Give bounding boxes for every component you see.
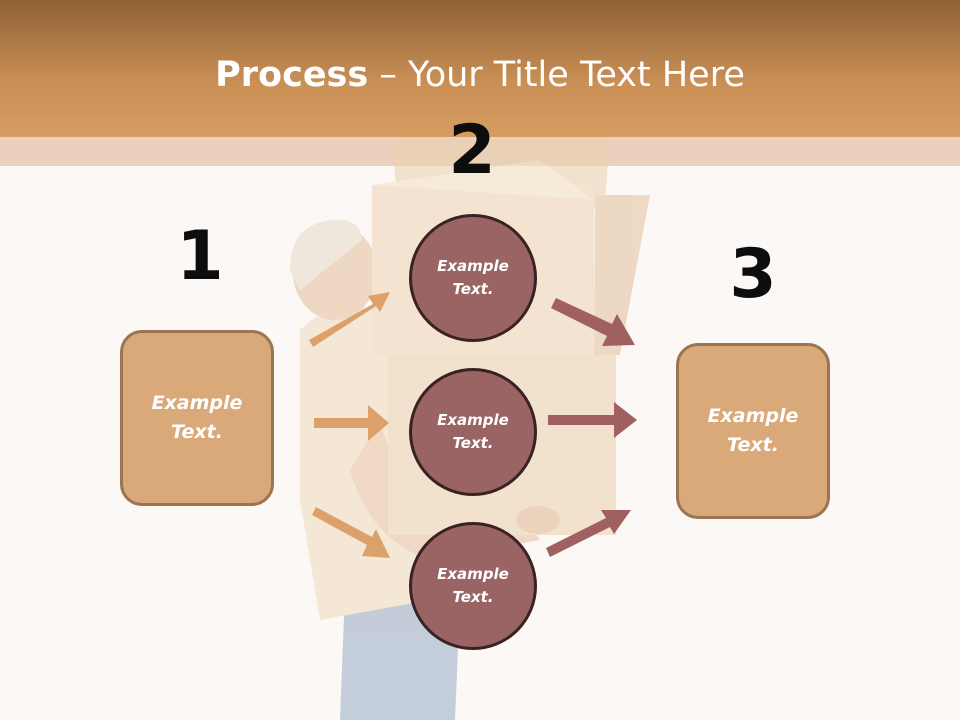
arrow-right-icon [548,402,637,438]
step-number-1: 1 [176,217,224,296]
slide-title: Process – Your Title Text Here [0,54,960,96]
right-arrows [546,298,637,557]
title-bar [0,0,960,137]
step-number-3: 3 [729,235,777,314]
arrow-up-right-icon [546,510,631,557]
step-number-2: 2 [448,111,496,190]
step-1-box: Example Text. [120,330,274,506]
arrow-down-right-icon [551,298,635,346]
step-2-circle-bottom: Example Text. [409,522,537,650]
arrow-down-right-icon [312,507,390,558]
step-2-circle-top: Example Text. [409,214,537,342]
step-1-text: Example Text. [151,392,243,443]
left-arrows [309,292,390,558]
step-3-box: Example Text. [676,343,830,519]
title-strong: Process [215,55,369,95]
step-2-circle-middle: Example Text. [409,368,537,496]
step-2-circle-top-text: Example Text. [437,257,509,298]
step-3-text: Example Text. [707,405,799,456]
arrow-right-icon [314,405,389,441]
title-rest: – Your Title Text Here [368,55,745,95]
step-2-circle-middle-text: Example Text. [437,411,509,452]
step-2-circle-bottom-text: Example Text. [437,565,509,606]
arrow-up-right-icon [309,292,390,347]
